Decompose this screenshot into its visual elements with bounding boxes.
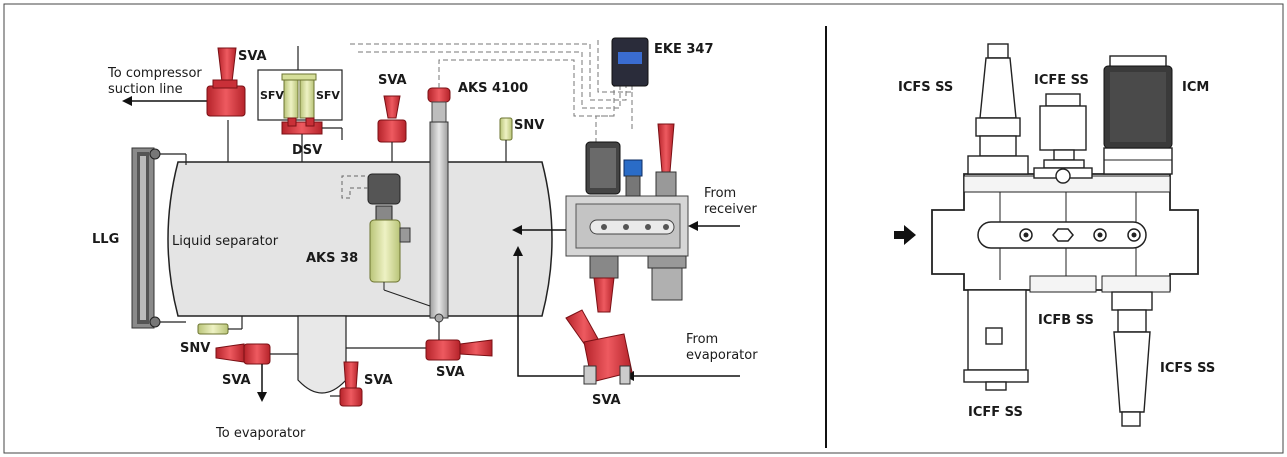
label-sva-bottom-left: SVA [222,373,251,388]
aks4100-level-transmitter [427,87,451,323]
label-llg: LLG [92,232,119,247]
sump-vessel [297,315,347,394]
aks38-float-switch [367,173,431,307]
label-sva-bottom-right: SVA [592,393,621,408]
sfv-valves [281,73,317,119]
label-snv-bottom: SNV [180,341,210,356]
label-sfv-1: SFV [260,89,284,102]
sva-valve-bottom-right [565,309,633,385]
sva-valve-bottom-center [346,322,493,361]
control-wiring [350,40,633,142]
label-icff: ICFF SS [968,405,1023,420]
label-sva-top: SVA [238,49,267,64]
label-from-evaporator-2: evaporator [686,348,758,363]
label-icfb: ICFB SS [1038,313,1094,328]
snv-valve-bottom [197,316,243,335]
icfs-bottom-module [1111,291,1153,427]
label-to-evaporator: To evaporator [215,426,306,441]
label-from-receiver-1: From [704,186,736,201]
evaporator-return-line [513,246,584,377]
label-icfs-top: ICFS SS [898,80,953,95]
sva-valve-bottom-mid [330,361,363,407]
icf-valve-station [565,123,689,313]
dsv-valve [281,117,343,162]
eke347-controller [611,37,649,87]
label-dsv: DSV [292,143,322,158]
label-snv-top: SNV [514,118,544,133]
label-icm: ICM [1182,80,1209,95]
sva-valve-top [206,47,246,117]
label-to-compressor-2: suction line [108,82,183,97]
sva-valve-mid [377,95,407,162]
label-sfv-2: SFV [316,89,340,102]
label-to-compressor-1: To compressor [107,66,202,81]
label-sva-mid: SVA [378,73,407,88]
right-valve-station: ICFS SS ICFE SS ICM ICFB SS ICFF SS ICFS… [894,43,1215,427]
level-gauge-llg [131,147,187,329]
icfs-top-module [967,43,1029,175]
label-icfs-bottom: ICFS SS [1160,361,1215,376]
snv-valve-top [499,117,513,162]
outer-frame [3,3,1284,454]
liquid-separator-vessel [167,161,553,317]
sva-valve-bottom-left [215,343,298,402]
label-sva-bottom-mid: SVA [364,373,393,388]
icff-module [963,289,1029,391]
label-aks4100: AKS 4100 [458,81,528,96]
label-sva-bottom-center: SVA [436,365,465,380]
label-liquid-separator: Liquid separator [172,234,279,249]
label-icfe: ICFE SS [1034,73,1089,88]
icfe-module [1033,93,1093,184]
label-from-receiver-2: receiver [704,202,758,217]
left-schematic: SVA To compressor suction line SFV SFV D… [92,37,758,441]
label-aks38: AKS 38 [306,251,358,266]
inlet-flow-arrow [894,225,916,245]
icm-actuator [1103,55,1173,175]
label-eke347: EKE 347 [654,42,714,57]
label-from-evaporator-1: From [686,332,718,347]
